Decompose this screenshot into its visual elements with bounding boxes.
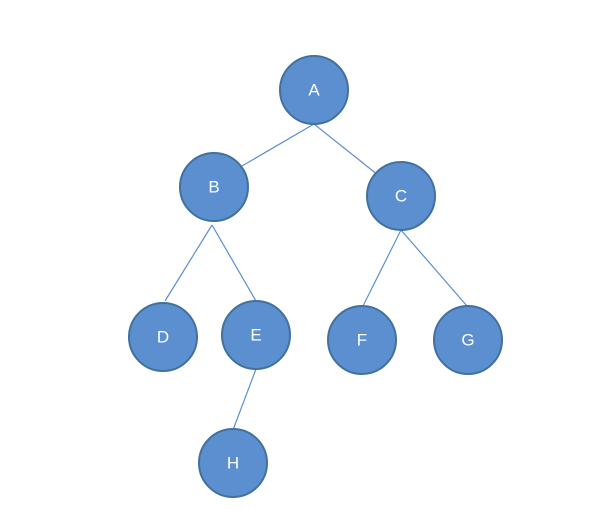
node-c: C — [366, 161, 436, 231]
node-label: H — [227, 454, 239, 473]
edge-c-g — [400, 229, 468, 307]
node-f: F — [327, 305, 397, 375]
edge-e-h — [232, 368, 257, 431]
node-circle — [179, 152, 249, 222]
edge-a-c — [313, 123, 379, 176]
node-g: G — [433, 305, 503, 375]
node-label: D — [157, 328, 169, 347]
node-h: H — [198, 428, 268, 498]
node-circle — [279, 55, 349, 125]
node-circle — [221, 300, 291, 370]
node-circle — [433, 305, 503, 375]
node-label: E — [250, 326, 261, 345]
node-a: A — [279, 55, 349, 125]
edge-c-f — [362, 229, 402, 307]
node-label: C — [395, 187, 407, 206]
node-circle — [128, 302, 198, 372]
edge-b-d — [164, 224, 213, 302]
edge-b-e — [211, 224, 257, 302]
node-label: F — [357, 331, 367, 350]
node-circle — [198, 428, 268, 498]
node-circle — [327, 305, 397, 375]
node-label: A — [308, 81, 320, 100]
node-b: B — [179, 152, 249, 222]
node-circle — [366, 161, 436, 231]
nodes-layer: A B C D E F G H — [128, 55, 503, 498]
edges-layer — [164, 123, 468, 431]
node-d: D — [128, 302, 198, 372]
node-label: G — [461, 331, 474, 350]
node-label: B — [208, 178, 219, 197]
edge-a-b — [241, 123, 315, 167]
node-e: E — [221, 300, 291, 370]
